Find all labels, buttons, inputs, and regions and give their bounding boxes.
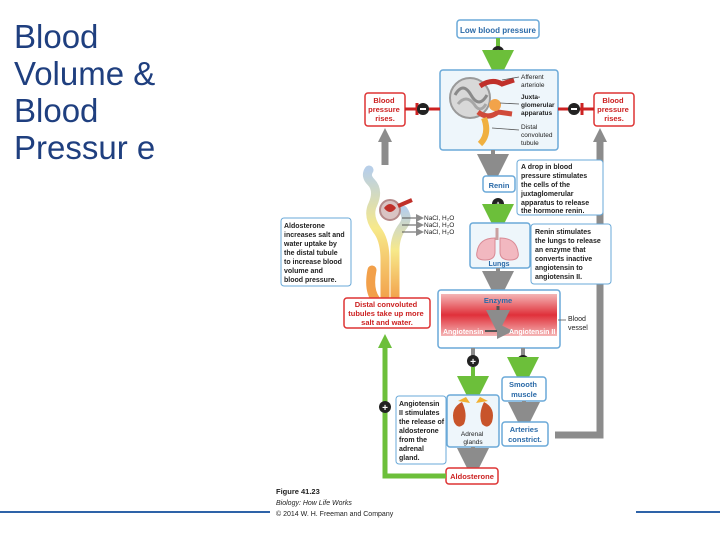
renin-text: Renin stimulates the lungs to release an… <box>535 229 603 281</box>
afferent-label: Afferent arteriole <box>521 74 545 89</box>
blood-vessel-label: Blood vessel <box>568 316 588 332</box>
bottom-rule-right <box>636 511 720 513</box>
distal-tubules-label: Distal convoluted tubules take up more s… <box>348 300 426 327</box>
angiotensin-text: Angiotensin II stimulates the release of… <box>399 401 446 462</box>
nephron-illustration <box>362 165 413 305</box>
glomerulus-illustration <box>449 77 515 147</box>
copyright: © 2014 W. H. Freeman and Company <box>276 510 394 518</box>
distal-tubules-box <box>343 297 431 329</box>
lungs-illustration <box>476 228 519 261</box>
enzyme-label: Enzyme <box>484 296 512 305</box>
plus-sign-adrenal <box>467 355 479 367</box>
kidneys-illustration <box>453 397 493 427</box>
arteries-label: Arteries constrict. <box>508 425 542 444</box>
aldosterone-label: Aldosterone <box>450 472 494 481</box>
arteries-box <box>501 421 549 447</box>
drop-text-box <box>516 159 604 216</box>
plus-sign-aldosterone <box>379 401 391 413</box>
renin-text-box <box>530 223 612 285</box>
bottom-rule-left <box>0 511 270 513</box>
aldosterone-text-box <box>280 217 352 287</box>
svg-text:+: + <box>520 357 526 368</box>
renin-label: Renin <box>489 181 510 190</box>
renin-box <box>482 175 516 193</box>
figure-number: Figure 41.23 <box>276 487 320 496</box>
book-title: Biology: How Life Works <box>276 500 352 507</box>
svg-text:+: + <box>382 403 388 414</box>
lungs-label: Lungs <box>489 261 510 268</box>
slide-title: Blood Volume & Blood Pressur e <box>14 18 156 166</box>
drop-text: A drop in blood pressure stimulates the … <box>520 164 591 215</box>
green-return-path <box>382 345 446 479</box>
juxta-label: Juxta- glomerular apparatus <box>521 94 556 117</box>
angiotensin-text-box <box>395 395 447 465</box>
adrenal-label: Adrenal glands <box>461 431 485 446</box>
low-bp-label: Low blood pressure <box>460 26 537 35</box>
svg-text:+: + <box>470 357 476 368</box>
smooth-muscle-label: Smooth muscle <box>509 380 539 399</box>
bp-rises-right-label: Blood pressure rises. <box>597 96 631 123</box>
nacl-labels: NaCl, H₂O NaCl, H₂O NaCl, H₂O <box>424 215 456 236</box>
aldosterone-text: Aldosterone increases salt and water upt… <box>283 223 347 284</box>
angiotensin-label: Angiotensin <box>443 329 483 336</box>
distal-tubule-label: Distal convoluted tubule <box>521 124 554 147</box>
angiotensin-ii-label: Angiotensin II <box>509 329 555 336</box>
svg-text:+: + <box>495 200 501 211</box>
bp-rises-left-label: Blood pressure rises. <box>368 96 402 123</box>
svg-text:+: + <box>495 48 501 59</box>
